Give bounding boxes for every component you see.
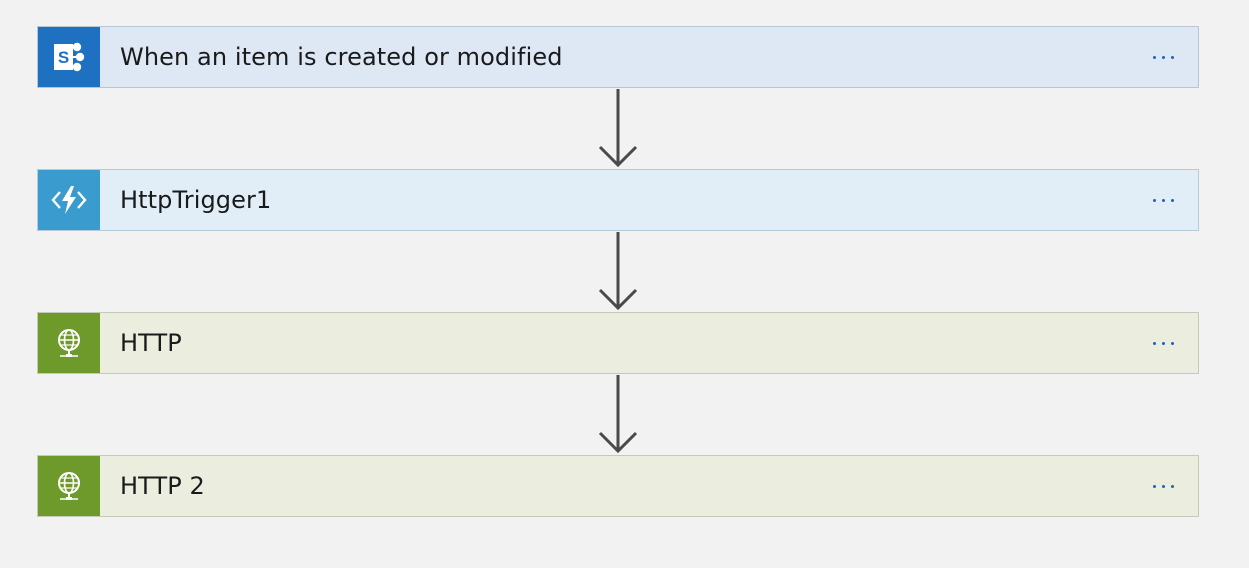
svg-text:S: S — [58, 48, 69, 67]
arrow-down-icon — [596, 89, 640, 169]
step-title: HTTP — [120, 329, 182, 357]
step-card-http-2[interactable]: HTTP 2 — [37, 455, 1199, 517]
step-title: HTTP 2 — [120, 472, 205, 500]
ellipsis-icon — [1152, 484, 1174, 488]
sharepoint-icon: S — [38, 27, 100, 87]
step-card-sharepoint-trigger[interactable]: S When an item is created or modified — [37, 26, 1199, 88]
step-card-http-trigger[interactable]: HttpTrigger1 — [37, 169, 1199, 231]
globe-icon — [38, 313, 100, 373]
azure-function-icon — [38, 170, 100, 230]
arrow-down-icon — [596, 375, 640, 455]
step-menu-button[interactable] — [1128, 456, 1198, 516]
step-menu-button[interactable] — [1128, 313, 1198, 373]
step-menu-button[interactable] — [1128, 27, 1198, 87]
step-menu-button[interactable] — [1128, 170, 1198, 230]
step-card-http[interactable]: HTTP — [37, 312, 1199, 374]
ellipsis-icon — [1152, 341, 1174, 345]
step-title: HttpTrigger1 — [120, 186, 272, 214]
globe-icon — [38, 456, 100, 516]
arrow-down-icon — [596, 232, 640, 312]
step-title: When an item is created or modified — [120, 43, 563, 71]
ellipsis-icon — [1152, 55, 1174, 59]
ellipsis-icon — [1152, 198, 1174, 202]
